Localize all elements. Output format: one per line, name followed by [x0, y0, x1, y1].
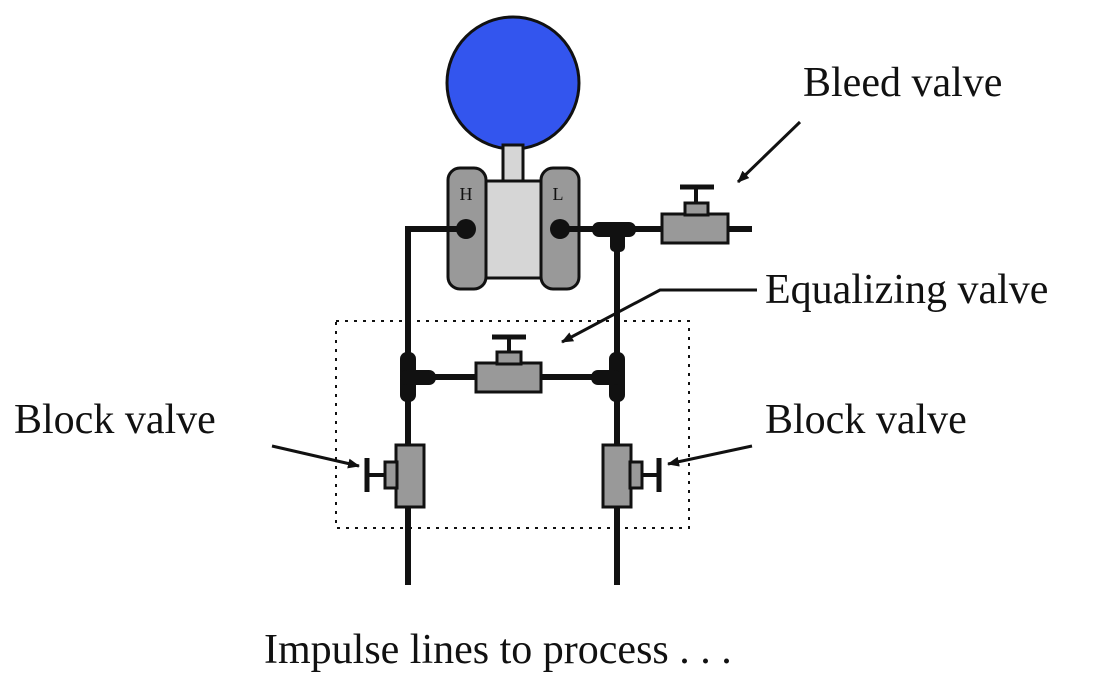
- transmitter-gauge: [445, 15, 581, 151]
- block-valve-left: [364, 443, 426, 509]
- transmitter-center-body: [476, 179, 550, 280]
- pressure-transmitter: H L: [445, 15, 581, 291]
- block-valve-left-label: Block valve: [14, 397, 216, 443]
- low-port-label: L: [553, 184, 564, 204]
- right-tee-branch: [591, 370, 621, 385]
- high-port-dot: [456, 219, 476, 239]
- equalizing-valve: [474, 334, 543, 394]
- left-tee-branch: [400, 370, 436, 385]
- high-port-label: H: [460, 184, 473, 204]
- equalizing-valve-arrow: [561, 288, 757, 344]
- pipe-fittings: [400, 222, 636, 402]
- equalizing-valve-label: Equalizing valve: [765, 267, 1048, 313]
- equalizing-valve-bonnet: [495, 350, 523, 366]
- bleed-valve: [660, 184, 730, 245]
- block-valve-right-bonnet: [628, 460, 644, 490]
- bleed-valve-bonnet: [683, 201, 710, 217]
- impulse-lines-label: Impulse lines to process . . .: [264, 627, 732, 673]
- equalizing-valve-body: [474, 361, 543, 394]
- block-valve-left-body: [394, 443, 426, 509]
- low-port-dot: [550, 219, 570, 239]
- block-valve-right-arrow: [667, 444, 753, 467]
- bleed-valve-label: Bleed valve: [803, 60, 1002, 106]
- bleed-valve-arrow: [736, 120, 802, 184]
- transmitter-neck: [501, 143, 525, 185]
- block-valve-left-arrow: [271, 444, 360, 469]
- block-valve-right-body: [601, 443, 633, 509]
- block-valve-right-label: Block valve: [765, 397, 967, 443]
- bleed-tee-stem: [610, 222, 625, 252]
- block-valve-right: [601, 443, 662, 509]
- bleed-valve-body: [660, 212, 730, 245]
- leader-arrows: [271, 120, 802, 469]
- block-valve-left-bonnet: [383, 460, 399, 490]
